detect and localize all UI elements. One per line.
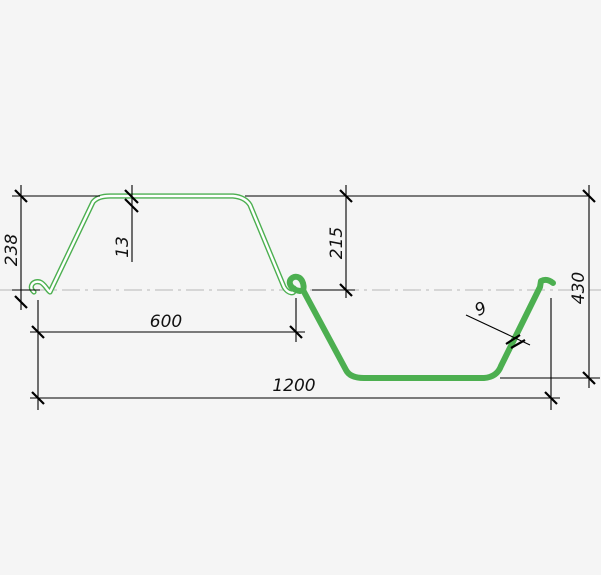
dim-215-label: 215 [327, 227, 347, 259]
dim-1200-label: 1200 [272, 376, 315, 396]
dim-13: 13 [113, 185, 139, 262]
right-profile-solid [286, 273, 556, 381]
dim-215: 215 [245, 185, 590, 298]
dim-600: 600 [30, 298, 305, 410]
dim-238-label: 238 [2, 234, 22, 267]
dim-9-label: 9 [472, 298, 490, 321]
dim-13-label: 13 [113, 236, 133, 258]
dim-600-label: 600 [150, 312, 182, 332]
left-profile-outline [28, 193, 297, 296]
dim-1200: 1200 [30, 298, 560, 410]
dim-430: 430 [500, 185, 600, 388]
dim-430-label: 430 [569, 272, 589, 304]
dim-238: 238 [2, 185, 100, 310]
